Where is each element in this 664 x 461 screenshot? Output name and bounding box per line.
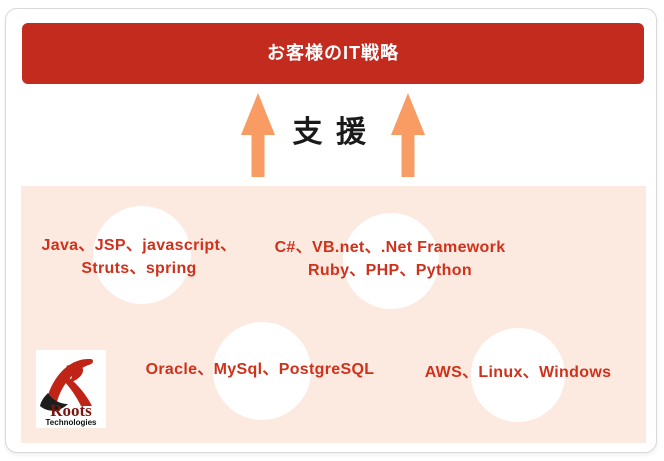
tech-group-databases: Oracle、MySql、PostgreSQL xyxy=(140,358,380,381)
tech-group-infrastructure: AWS、Linux、Windows xyxy=(408,361,628,384)
tech-line: AWS、Linux、Windows xyxy=(424,364,612,381)
highlight-circle xyxy=(343,213,439,309)
up-arrow-icon xyxy=(391,93,425,177)
highlight-circle xyxy=(471,328,565,422)
logo-horn-shape xyxy=(40,393,68,411)
tech-group-app-languages: C#、VB.net、.Net Framework Ruby、PHP、Python xyxy=(270,236,510,282)
technology-panel: Java、JSP、javascript、 Struts、spring C#、VB… xyxy=(21,186,646,443)
strategy-banner: お客様のIT戦略 xyxy=(22,23,644,84)
tech-line: C#、VB.net、.Net Framework xyxy=(274,239,506,256)
tech-line: Oracle、MySql、PostgreSQL xyxy=(145,361,375,378)
logo-subtitle: Technologies xyxy=(46,418,98,427)
tech-line: Ruby、PHP、Python xyxy=(308,262,472,279)
support-label: 支援 xyxy=(292,116,380,149)
roots-technologies-logo: Roots Technologies xyxy=(36,350,106,428)
highlight-circle xyxy=(213,322,311,420)
tech-line: Java、JSP、javascript、 xyxy=(41,237,237,254)
logo-title: Roots xyxy=(50,401,92,420)
logo-leg-shape xyxy=(60,374,92,406)
logo-loop-shape xyxy=(66,364,84,383)
up-arrow-icon xyxy=(241,93,275,177)
diagram-card: お客様のIT戦略 支援 Java、JSP、javascript、 Struts、… xyxy=(5,8,657,453)
highlight-circle xyxy=(93,206,191,304)
logo-swoosh-shape xyxy=(46,358,93,402)
tech-line: Struts、spring xyxy=(81,260,197,277)
tech-group-web-languages: Java、JSP、javascript、 Struts、spring xyxy=(29,234,249,280)
